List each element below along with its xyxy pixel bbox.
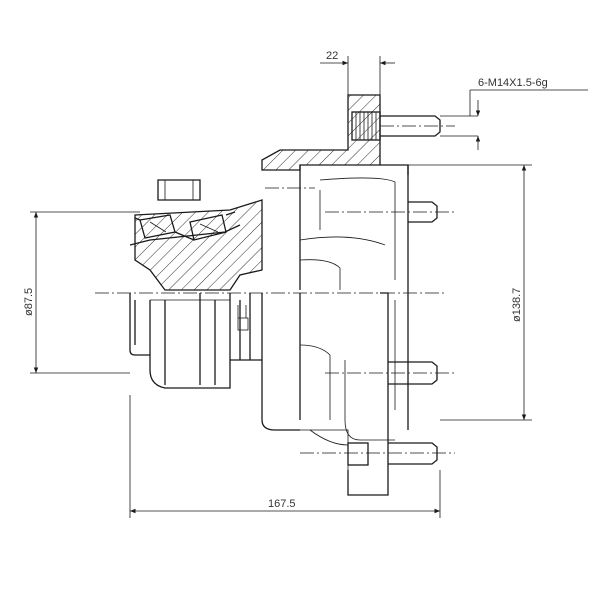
dimension-overall-length: 167.5	[129, 395, 441, 518]
dimension-bearing-diameter-label: ø87.5	[23, 288, 35, 316]
dimension-thread-label: 6-M14X1.5-6g	[478, 77, 548, 89]
dimension-bearing-diameter: ø87.5	[23, 211, 140, 374]
dimension-22: 22	[320, 50, 395, 95]
hub-body	[261, 293, 349, 470]
stud-upper[interactable]	[408, 201, 438, 223]
bearing-section	[129, 179, 263, 291]
dimension-thread: 6-M14X1.5-6g	[440, 77, 588, 150]
dimension-overall-length-label: 167.5	[268, 498, 296, 510]
wheel-studs	[347, 111, 441, 466]
spindle-shaft	[129, 293, 262, 389]
dimension-pcd-label: ø138.7	[511, 288, 523, 322]
stud-top[interactable]	[351, 111, 441, 141]
centerlines	[95, 125, 455, 454]
wheel-flange	[261, 94, 409, 496]
dimension-22-label: 22	[326, 50, 338, 62]
stud-bottom[interactable]	[347, 442, 438, 466]
stud-lower[interactable]	[388, 361, 438, 385]
dimension-pcd: ø138.7	[408, 164, 532, 421]
